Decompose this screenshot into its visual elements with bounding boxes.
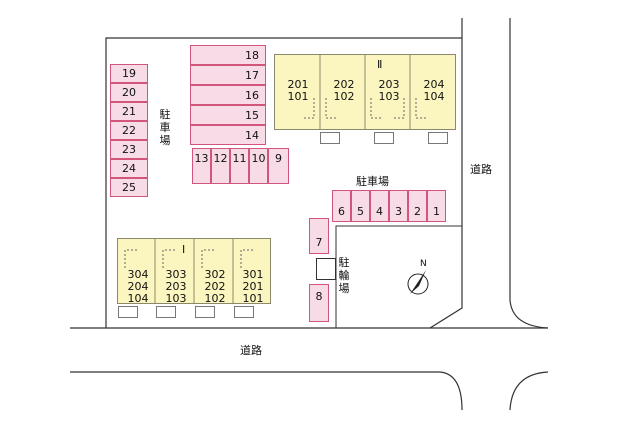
bike-parking-label-char: 輪: [338, 269, 350, 282]
entrance: [156, 306, 176, 318]
parking-label-left-char: 車: [159, 121, 171, 134]
parking-slot: 9: [268, 148, 289, 184]
bike-parking-label-char: 駐: [338, 256, 350, 269]
parking-label-left-char: 駐: [159, 108, 171, 121]
entrance: [195, 306, 215, 318]
parking-slot: 12: [211, 148, 230, 184]
entrance: [374, 132, 394, 144]
compass-north-label: N: [420, 259, 427, 269]
parking-slot: 23: [110, 140, 148, 159]
site-boundary: [105, 37, 463, 329]
road-label-right: 道路: [470, 163, 492, 176]
parking-slot: 17: [190, 65, 266, 85]
road-curve-top: [509, 299, 549, 329]
parking-slot: 4: [370, 190, 389, 222]
bike-shelter: [316, 258, 336, 280]
parking-slot: 3: [389, 190, 408, 222]
parking-slot: 20: [110, 83, 148, 102]
entrance: [428, 132, 448, 144]
lot-divider: [335, 225, 462, 328]
parking-slot: 22: [110, 121, 148, 140]
bike-parking-label-char: 場: [338, 282, 350, 295]
parking-slot: 2: [408, 190, 427, 222]
parking-slot: 21: [110, 102, 148, 121]
parking-label-left: 駐 車 場: [158, 108, 172, 147]
parking-slot: 25: [110, 178, 148, 197]
building-1-partitions: [124, 238, 253, 304]
compass-needle: [410, 270, 426, 294]
parking-slot: 6: [332, 190, 351, 222]
parking-slot: 15: [190, 105, 266, 125]
entrance: [320, 132, 340, 144]
road-curve-bottom-left: [439, 371, 463, 411]
building-2-number: Ⅱ: [377, 58, 383, 71]
parking-slot: 14: [190, 125, 266, 145]
parking-slot: 8: [309, 284, 329, 322]
parking-label-right: 駐車場: [356, 175, 389, 188]
building-1-number: Ⅰ: [182, 243, 186, 256]
entrance: [118, 306, 138, 318]
building-2-partitions: [304, 54, 426, 130]
parking-slot: 1: [427, 190, 446, 222]
parking-slot: 24: [110, 159, 148, 178]
parking-label-left-char: 場: [159, 134, 171, 147]
entrance: [234, 306, 254, 318]
parking-slot: 11: [230, 148, 249, 184]
parking-slot: 19: [110, 64, 148, 83]
parking-slot: 18: [190, 45, 266, 65]
parking-slot: 10: [249, 148, 268, 184]
parking-slot: 5: [351, 190, 370, 222]
road-curve-bottom-right: [509, 371, 549, 411]
road-label-bottom: 道路: [240, 344, 262, 357]
parking-slot: 13: [192, 148, 211, 184]
parking-slot: 16: [190, 85, 266, 105]
parking-slot: 7: [309, 218, 329, 254]
bike-parking-label: 駐 輪 場: [337, 256, 351, 295]
